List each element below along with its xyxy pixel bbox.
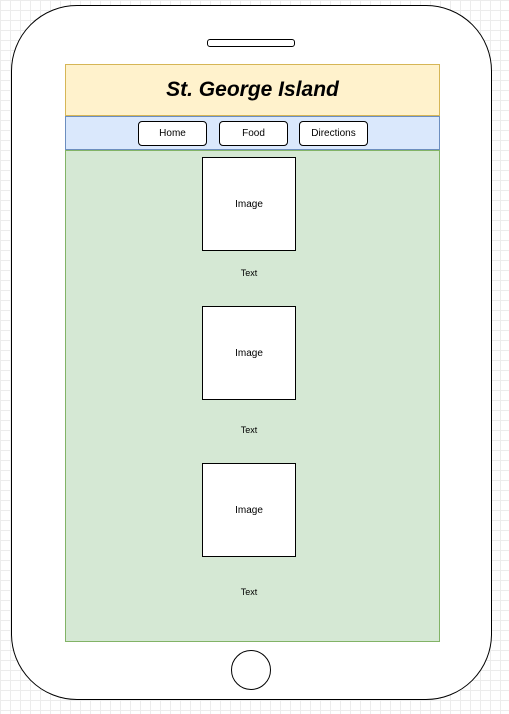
- site-title: St. George Island: [166, 78, 339, 101]
- phone-home-button[interactable]: [231, 650, 271, 690]
- site-header: St. George Island: [65, 64, 440, 116]
- card-text-2: Text: [240, 425, 258, 435]
- nav-directions-button[interactable]: Directions: [299, 121, 368, 146]
- nav-home-button[interactable]: Home: [138, 121, 207, 146]
- image-label: Image: [235, 347, 263, 359]
- card-text-3: Text: [240, 587, 258, 597]
- image-placeholder-1: Image: [202, 157, 296, 251]
- image-placeholder-3: Image: [202, 463, 296, 557]
- image-placeholder-2: Image: [202, 306, 296, 400]
- nav-bar: Home Food Directions: [65, 116, 440, 150]
- image-label: Image: [235, 198, 263, 210]
- phone-speaker: [207, 39, 295, 47]
- image-label: Image: [235, 504, 263, 516]
- card-text-1: Text: [240, 268, 258, 278]
- nav-food-button[interactable]: Food: [219, 121, 288, 146]
